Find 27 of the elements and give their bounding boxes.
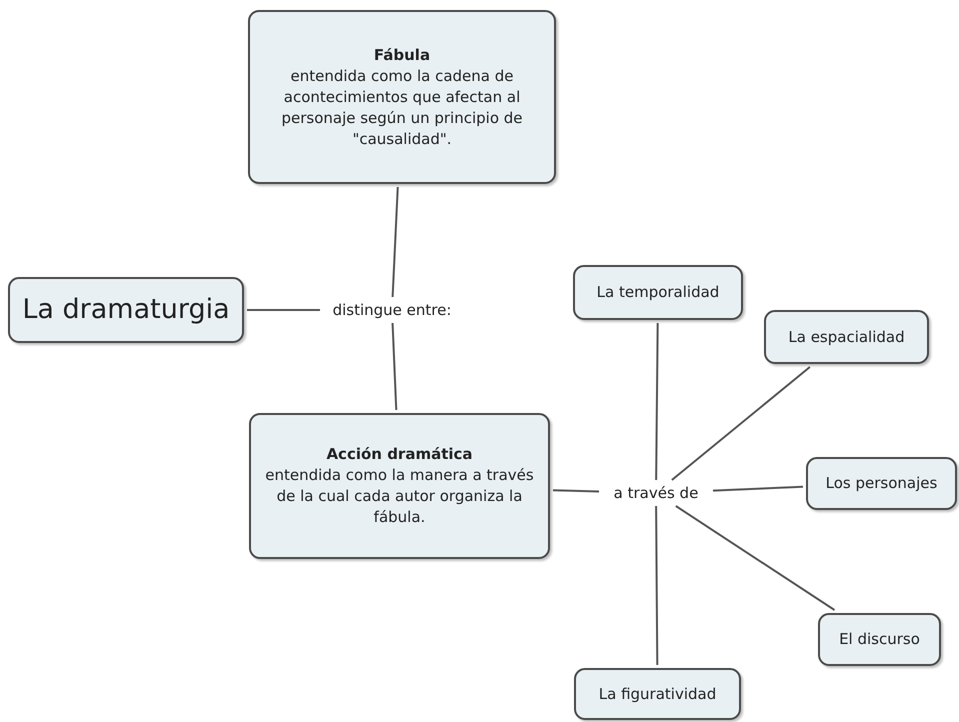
concept-label: La espacialidad [787,326,906,348]
connector-line [655,323,659,480]
connector-line [712,486,804,492]
concept-label: Los personajes [824,473,938,494]
concept-box [248,10,556,184]
concept-description: entendida como la manera a través de la cual cada autor organiza la fábula. [264,465,535,528]
concept-label: La dramaturgia [21,293,231,327]
concept-title: Acción dramática [325,444,474,465]
connector-line [655,506,658,665]
concept-box [8,277,244,343]
concept-box [818,613,941,666]
connector-line [392,322,398,410]
concept-title: Fábula [372,44,432,66]
concept-box [806,457,957,510]
concept-label: El discurso [838,629,921,650]
concept-box [249,413,550,559]
concept-box [573,265,743,320]
connector-line [247,309,320,311]
connector-line [675,505,836,611]
connector-line [392,186,399,298]
concept-label: La temporalidad [596,282,720,303]
concept-box [574,668,741,720]
concept-label: La figuratividad [598,684,718,704]
concept-box [764,310,929,364]
concept-description: entendida como la cadena de acontecimientos que afectan al personaje según un principio de "causalidad". [280,66,524,150]
connector-line [671,366,810,481]
connector-line [552,489,600,492]
